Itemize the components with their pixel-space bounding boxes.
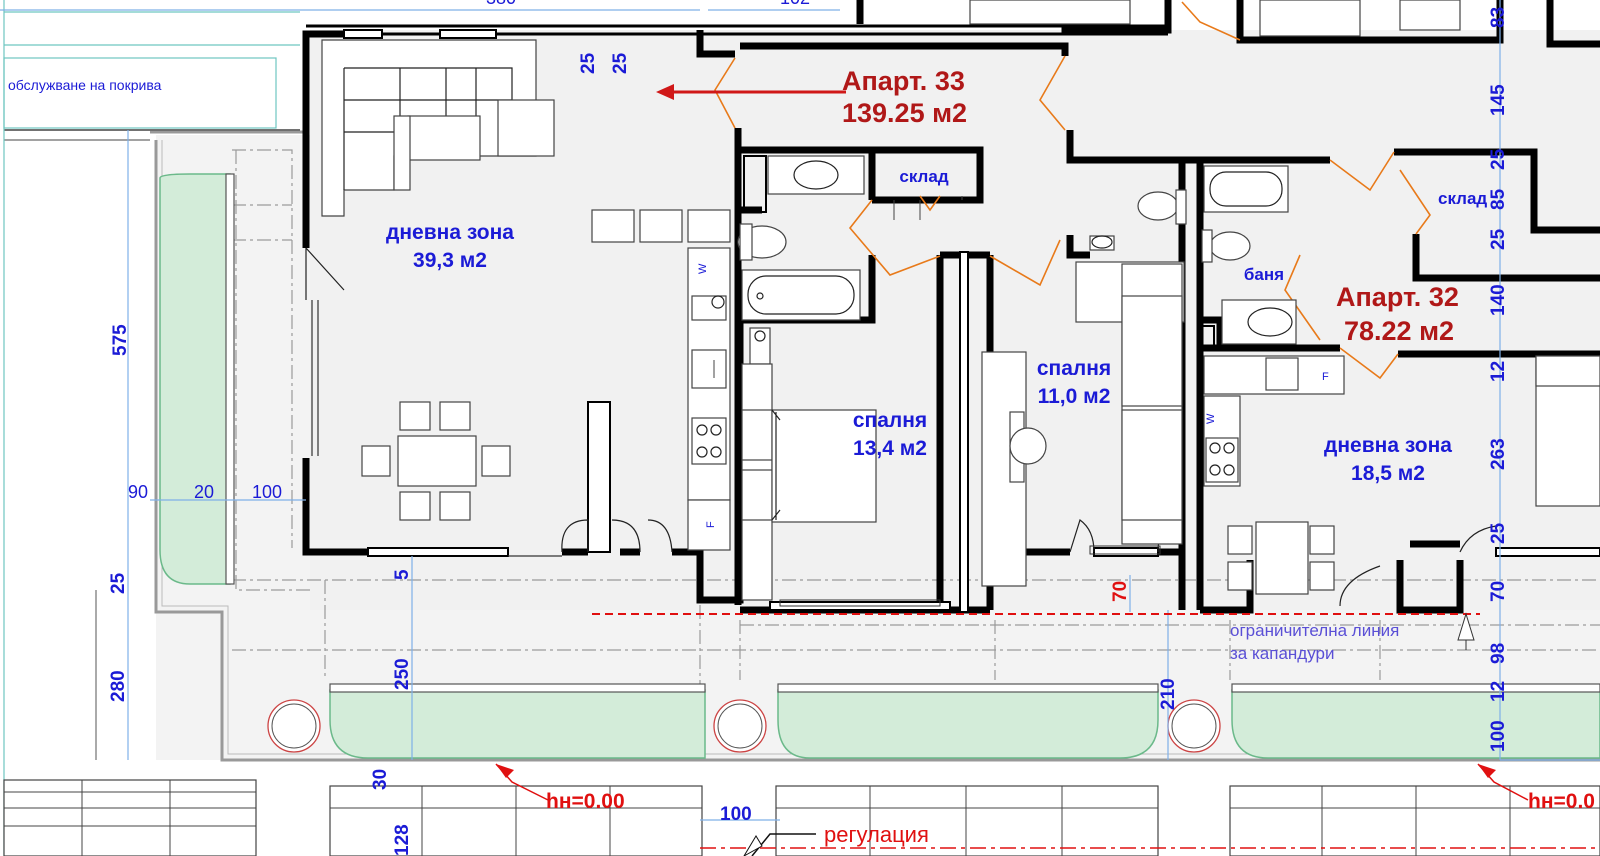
planters [159,173,1600,759]
dim-128: 128 [392,824,413,856]
dim-r12a: 12 [1488,361,1509,382]
dim-25a: 25 [578,52,599,74]
washer-mark-32: W [1205,413,1217,424]
room-living-32-name: дневна зона [1324,434,1452,457]
terrace-outline [150,130,1600,762]
furniture-bedroom-2 [981,189,1187,587]
dim-r140: 140 [1488,284,1509,316]
roof-service-area [3,0,300,856]
dim-575: 575 [110,324,131,356]
fridge-mark-32: F [1322,371,1329,383]
regulation-label: регулация [824,822,929,847]
apartment-32-area: 78.22 м2 [1344,316,1454,346]
dim-top-left: 380 [486,0,516,8]
dim-20: 20 [194,482,214,502]
bath-fixtures [737,155,963,365]
room-bedroom-2-name: спалня [1037,357,1111,380]
dim-r12b: 12 [1488,681,1509,702]
apartment-32-title: Апарт. 32 [1336,282,1459,312]
room-bedroom-2-area: 11,0 м2 [1038,385,1111,408]
dashed-lines [232,149,1600,760]
fridge-mark: F [705,521,717,528]
dim-r25b: 25 [1488,228,1509,250]
dim-280: 280 [108,670,129,702]
dim-100: 100 [252,482,282,502]
dim-250: 250 [392,658,413,690]
dim-100b: 100 [720,804,752,825]
room-bedroom-1-area: 13,4 м2 [853,437,927,460]
dim-r83: 83 [1488,7,1509,28]
dim-r100: 100 [1488,720,1509,752]
dim-top-mid: 102 [780,0,810,8]
dim-30: 30 [370,769,391,790]
room-storage-32: склад [1438,189,1487,208]
dim-r145: 145 [1488,84,1509,116]
red-annotations [495,84,1529,856]
room-living-33-area: 39,3 м2 [413,249,487,272]
room-bathroom-32: баня [1244,265,1284,284]
dim-210: 210 [1158,678,1179,710]
apartment-33-area: 139.25 м2 [842,98,967,128]
windows [311,300,562,557]
restriction-line-label-1: ограничителна линия [1230,621,1399,640]
dim-r98: 98 [1488,643,1509,664]
restriction-line-label-2: за капандури [1230,644,1334,663]
room-living-33-name: дневна зона [386,221,514,244]
bottom-grid [3,779,1600,856]
furniture-bedroom-1 [741,363,941,607]
washer-mark: W [697,263,709,274]
dim-25b: 25 [610,52,631,74]
round-planters [267,699,1221,753]
door-swings [714,1,1431,380]
level-mark-1: hн=0.00 [546,790,625,813]
dim-r25c: 25 [1488,522,1509,544]
level-mark-2: hн=0.0 [1528,790,1595,813]
room-storage-33: склад [899,167,948,186]
dim-r263: 263 [1488,438,1509,470]
apartment-33-title: Апарт. 33 [842,66,965,96]
room-bedroom-1-name: спалня [853,409,927,432]
dim-25c: 25 [108,572,129,594]
walls [302,0,1600,614]
dim-r70: 70 [1488,581,1509,602]
furniture-living [321,39,731,551]
dim-r85: 85 [1488,188,1509,210]
furniture-apt32 [969,0,1600,595]
dim-70a: 70 [1110,581,1131,602]
room-living-32-area: 18,5 м2 [1351,462,1425,485]
dim-r25a: 25 [1488,148,1509,170]
dim-90: 90 [128,482,148,502]
dim-5: 5 [392,569,413,580]
dimension-lines [0,0,1600,821]
roof-service-label: обслужване на покрива [8,77,162,93]
